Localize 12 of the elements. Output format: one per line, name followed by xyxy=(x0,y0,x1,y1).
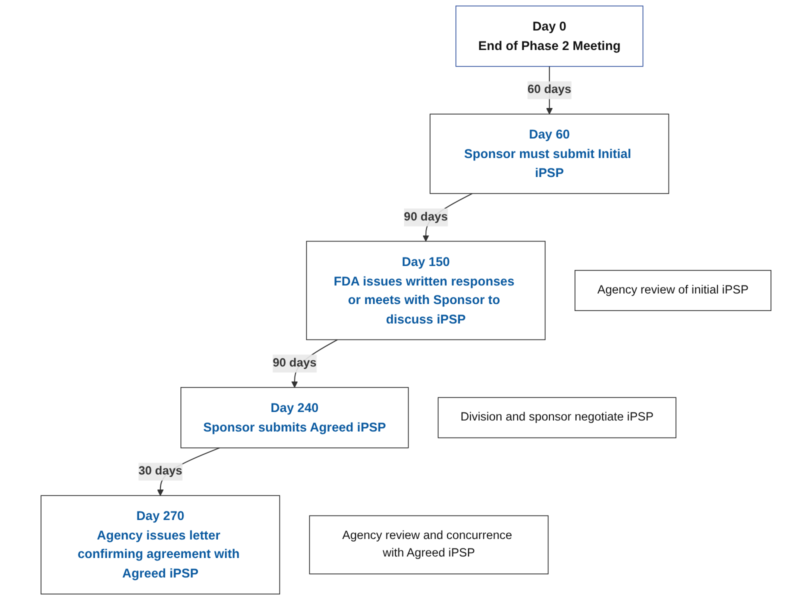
edge-label: 30 days xyxy=(138,465,182,478)
node-box: Day 240 Sponsor submits Agreed iPSP xyxy=(180,387,409,448)
node-box: Day 150 FDA issues written responses or meets with Sponsor to discuss iPSP xyxy=(306,240,546,340)
edge-label: 60 days xyxy=(528,84,572,96)
edge-label: 90 days xyxy=(272,356,317,370)
node-box: Division and sponsor negotiate iPSP xyxy=(438,397,676,438)
node-box: Agency review and concurrence with Agreed iPSP xyxy=(309,515,549,574)
node-box: Agency review of initial iPSP xyxy=(574,270,772,311)
node-box: Day 60 Sponsor must submit Initial iPSP xyxy=(430,114,670,194)
node-box: Day 0 End of Phase 2 Meeting xyxy=(456,6,644,67)
edge-label: 90 days xyxy=(404,210,448,224)
node-box: Day 270 Agency issues letter confirming agreement with Agreed iPSP xyxy=(40,495,280,594)
